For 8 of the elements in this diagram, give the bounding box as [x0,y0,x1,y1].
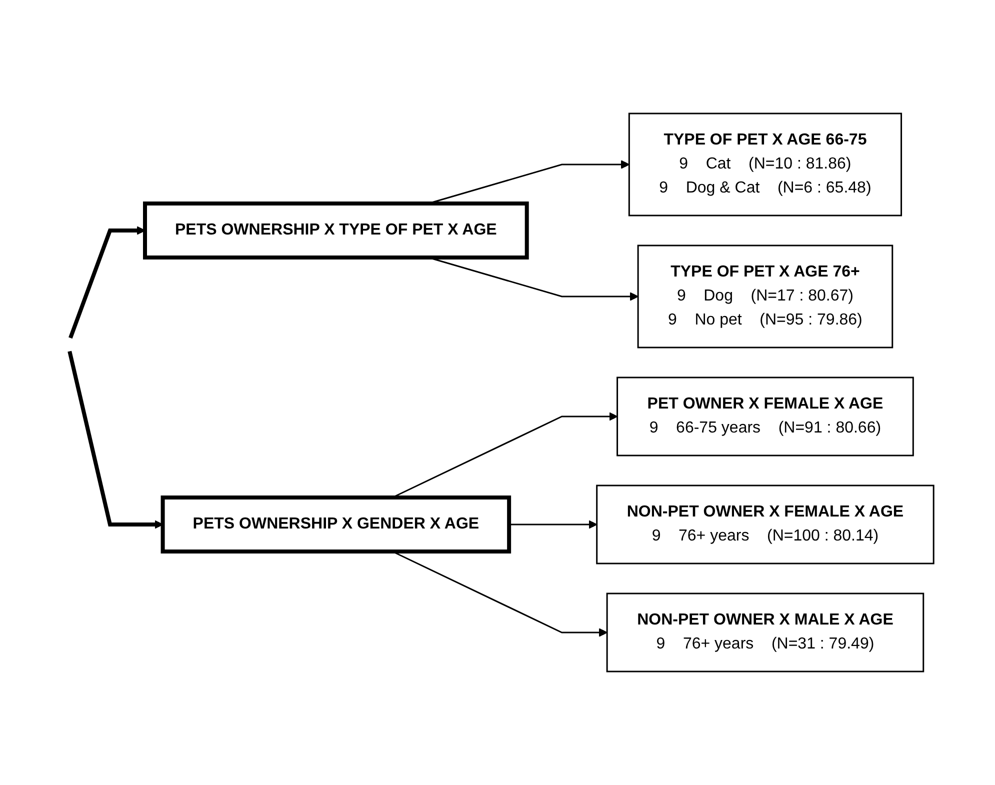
node-box: TYPE OF PET X AGE 76+ 9 Dog (N=17 : 80.67) 9 No pet (N=95 : 79.86) [638,244,894,348]
node-box: PETS OWNERSHIP X TYPE OF PET X AGE [143,202,530,260]
node-box: NON-PET OWNER X MALE X AGE 9 76+ years (N=31 : 79.49) [606,592,924,672]
node-box: TYPE OF PET X AGE 66-75 9 Cat (N=10 : 81.86) 9 Dog & Cat (N=6 : 65.48) [628,112,902,216]
node-box: PET OWNER X FEMALE X AGE 9 66-75 years (N=91 : 80.66) [616,376,914,456]
node-box: NON-PET OWNER X FEMALE X AGE 9 76+ years (N=100 : 80.14) [596,484,935,564]
arrow [509,520,598,529]
node-box: PETS OWNERSHIP X GENDER X AGE [160,496,512,554]
